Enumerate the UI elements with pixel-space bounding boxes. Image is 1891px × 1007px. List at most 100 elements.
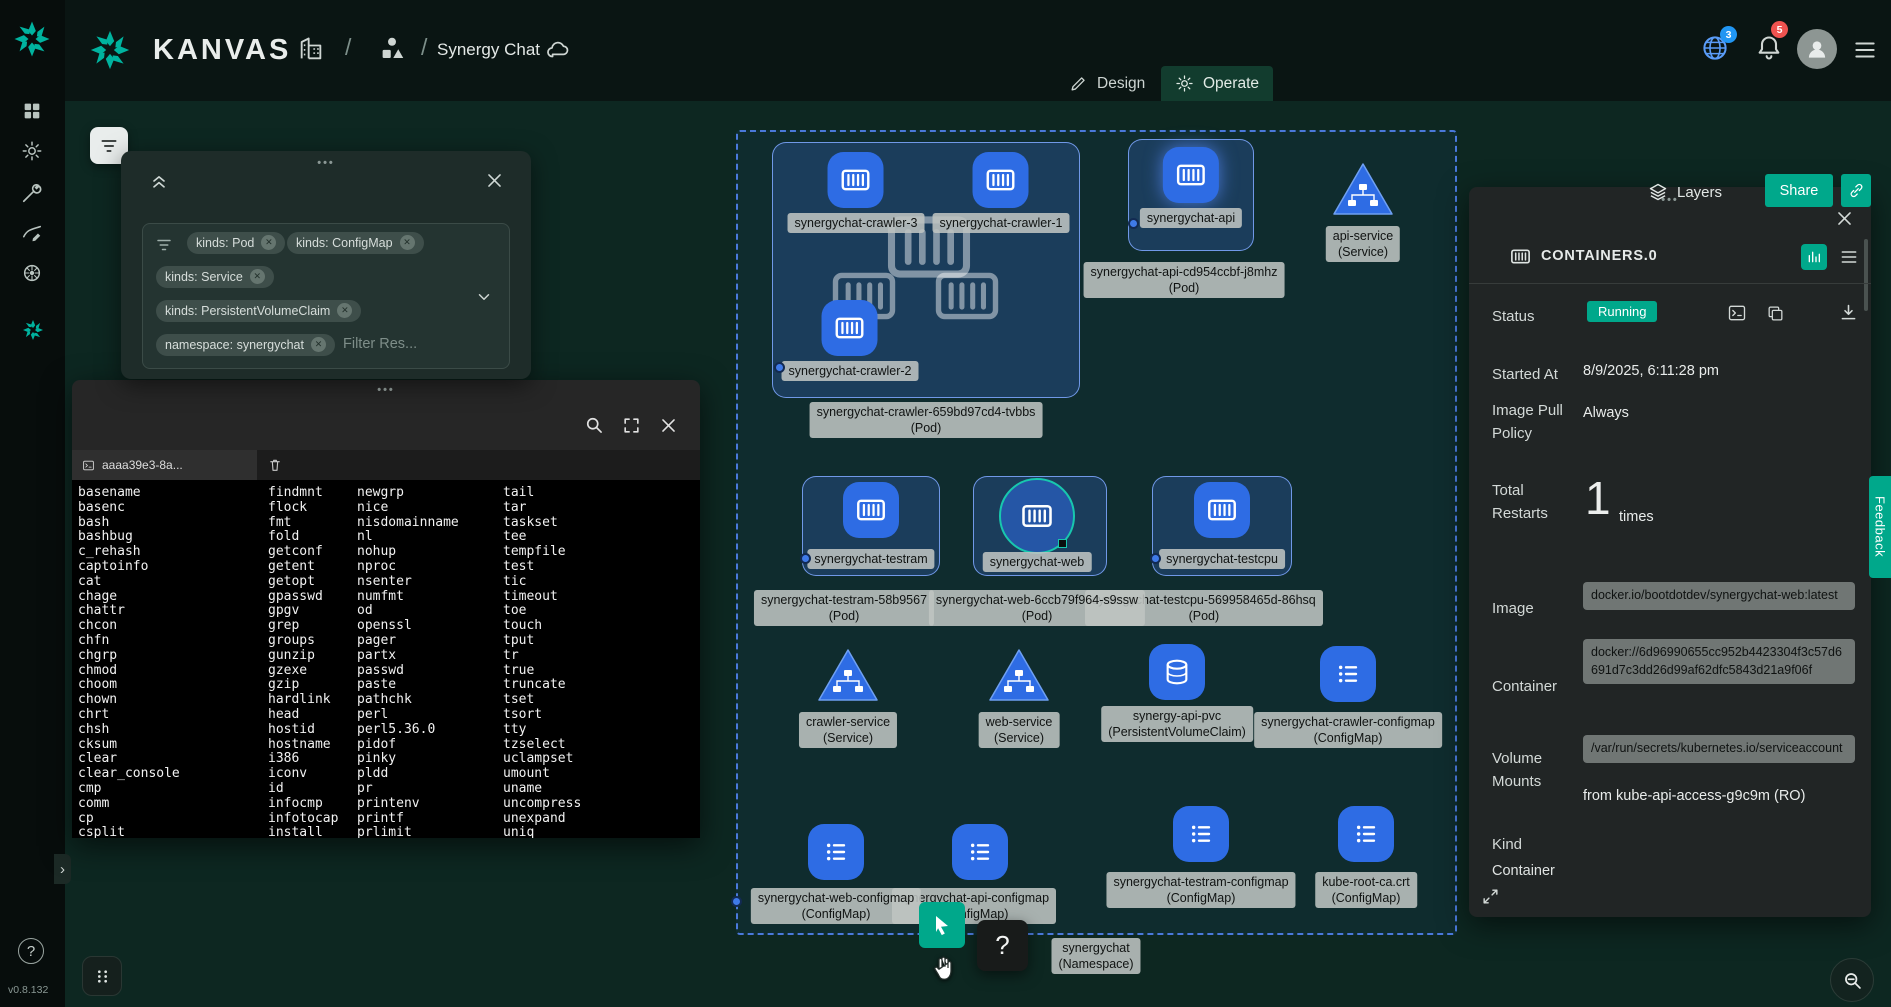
close-filter-icon[interactable]	[485, 171, 504, 190]
pod-box-crawler[interactable]	[772, 142, 1080, 398]
extensions-badge: 3	[1720, 26, 1737, 43]
download-icon[interactable]	[1838, 302, 1859, 323]
volume-mounts-label: Volume Mounts	[1492, 750, 1543, 791]
sidebar-expand-handle[interactable]: ›	[54, 854, 71, 884]
remove-chip-icon[interactable]: ✕	[337, 303, 353, 318]
node-synergychat-testcpu[interactable]	[1194, 482, 1250, 538]
node-synergychat-crawler-2[interactable]: synergychat-crawler-2	[781, 300, 919, 381]
selection-resize-handle[interactable]	[1058, 539, 1067, 548]
help-button[interactable]: ?	[18, 938, 44, 964]
node-synergychat-testram[interactable]	[843, 482, 899, 538]
terminal-column: newgrp nice nisdomainname nl nohup nproc…	[357, 485, 459, 838]
sidebar-item-meshery[interactable]	[21, 318, 45, 342]
remove-chip-icon[interactable]: ✕	[249, 269, 265, 284]
node-api-service[interactable]	[1330, 160, 1396, 218]
panel-title: CONTAINERS.0	[1541, 248, 1658, 264]
drag-handle-icon: •••	[377, 384, 395, 396]
node-collapse-dot[interactable]	[1150, 553, 1161, 564]
sidebar-item-design[interactable]	[21, 222, 43, 244]
node-collapse-dot[interactable]	[774, 362, 785, 373]
node-collapse-dot[interactable]	[1128, 218, 1139, 229]
close-panel-icon[interactable]	[1835, 209, 1854, 228]
feedback-tab[interactable]: Feedback	[1869, 476, 1891, 578]
panel-scrollbar[interactable]	[1864, 239, 1868, 311]
terminal-search-icon[interactable]	[584, 415, 604, 435]
service-label-web: web-service (Service)	[978, 712, 1060, 748]
pointer-tool-button[interactable]	[919, 902, 965, 948]
node-synergychat-crawler-3[interactable]: synergychat-crawler-3	[787, 152, 925, 233]
terminal-fullscreen-icon[interactable]	[622, 416, 641, 435]
help-tool-button[interactable]: ?	[977, 920, 1028, 971]
volume-mount-value[interactable]: /var/run/secrets/kubernetes.io/serviceac…	[1583, 735, 1855, 763]
view-logs-icon[interactable]	[1766, 304, 1785, 323]
total-restarts-unit: times	[1619, 509, 1654, 525]
tab-operate[interactable]: Operate	[1161, 66, 1274, 101]
zoom-out-button[interactable]	[1830, 958, 1874, 1002]
terminal-trash-icon[interactable]	[257, 450, 283, 480]
node-synergychat-crawler-1[interactable]: synergychat-crawler-1	[932, 152, 1070, 233]
collapse-panel-icon[interactable]	[149, 171, 169, 191]
designs-shapes-icon[interactable]	[377, 33, 407, 63]
open-terminal-icon[interactable]	[1727, 303, 1747, 323]
node-label: synergychat-crawler-2	[781, 361, 919, 381]
filter-chip[interactable]: kinds: Service✕	[156, 266, 274, 288]
sidebar-item-operator[interactable]	[21, 262, 43, 284]
image-label: Image	[1492, 600, 1534, 617]
node-synergychat-api[interactable]: synergychat-api	[1139, 147, 1243, 228]
sidebar-item-tools[interactable]	[21, 182, 43, 204]
boundary-collapse-dot[interactable]	[731, 896, 742, 907]
configmap-label-crawler: synergychat-crawler-configmap (ConfigMap…	[1254, 712, 1442, 748]
terminal-close-icon[interactable]	[659, 416, 678, 435]
container-icon	[973, 152, 1029, 208]
remove-chip-icon[interactable]: ✕	[261, 235, 277, 250]
image-value[interactable]: docker.io/bootdotdev/synergychat-web:lat…	[1583, 582, 1855, 610]
remove-chip-icon[interactable]: ✕	[399, 235, 415, 250]
node-web-configmap[interactable]	[808, 824, 864, 880]
node-crawler-configmap[interactable]	[1320, 646, 1376, 702]
filter-chip[interactable]: kinds: Pod✕	[187, 232, 286, 254]
started-at-value: 8/9/2025, 6:11:28 pm	[1583, 363, 1719, 379]
configmap-icon	[808, 824, 864, 880]
quick-actions-button[interactable]	[82, 956, 122, 996]
hamburger-menu-icon[interactable]	[1852, 37, 1878, 63]
node-collapse-dot[interactable]	[800, 553, 811, 564]
node-api-configmap[interactable]	[952, 824, 1008, 880]
filter-chip[interactable]: kinds: ConfigMap✕	[287, 232, 424, 254]
filter-chip[interactable]: kinds: PersistentVolumeClaim✕	[156, 300, 362, 322]
list-view-icon[interactable]	[1839, 247, 1859, 267]
layers-button[interactable]: Layers	[1648, 176, 1722, 208]
sidebar-item-dashboard[interactable]	[21, 100, 43, 122]
node-kube-root-ca[interactable]	[1338, 806, 1394, 862]
visualize-toggle-button[interactable]	[1801, 244, 1827, 270]
share-button[interactable]: Share	[1765, 174, 1833, 207]
container-id-value[interactable]: docker://6d96990655cc952b4423304f3c57d66…	[1583, 639, 1855, 684]
terminal-drag-handle[interactable]: •••	[72, 380, 700, 400]
notifications-bell-icon[interactable]	[1755, 34, 1783, 62]
node-crawler-service[interactable]	[815, 646, 881, 704]
remove-chip-icon[interactable]: ✕	[310, 337, 326, 352]
terminal-column: basename basenc bash bashbug c_rehash ca…	[78, 485, 180, 838]
filter-resources-input[interactable]	[343, 336, 483, 352]
org-building-icon[interactable]	[297, 35, 325, 63]
filter-chip[interactable]: namespace: synergychat✕	[156, 334, 335, 356]
design-name[interactable]: Synergy Chat	[437, 40, 540, 59]
terminal-output[interactable]: basename basenc bash bashbug c_rehash ca…	[72, 480, 700, 838]
version-label: v0.8.132	[8, 984, 49, 996]
chevron-down-icon[interactable]	[475, 288, 493, 306]
node-label-web: synergychat-web	[982, 552, 1092, 572]
total-restarts-value: 1	[1585, 472, 1611, 524]
sidebar-item-settings[interactable]	[21, 140, 43, 162]
node-web-service[interactable]	[986, 646, 1052, 704]
started-at-label: Started At	[1492, 366, 1558, 383]
expand-panel-icon[interactable]	[1481, 887, 1500, 906]
node-testram-configmap[interactable]	[1173, 806, 1229, 862]
terminal-window: ••• aaaa39e3-8a... basename basenc bash …	[72, 380, 700, 838]
node-synergy-api-pvc[interactable]	[1149, 644, 1205, 700]
node-label-testcpu: synergychat-testcpu	[1159, 549, 1285, 569]
terminal-session-tab[interactable]: aaaa39e3-8a...	[72, 450, 257, 480]
copy-link-button[interactable]	[1841, 174, 1871, 207]
drag-handle-icon[interactable]: •••	[1661, 194, 1679, 206]
drag-handle-icon[interactable]: •••	[317, 157, 335, 169]
user-avatar[interactable]	[1797, 29, 1837, 69]
tab-design[interactable]: Design	[1055, 66, 1159, 101]
